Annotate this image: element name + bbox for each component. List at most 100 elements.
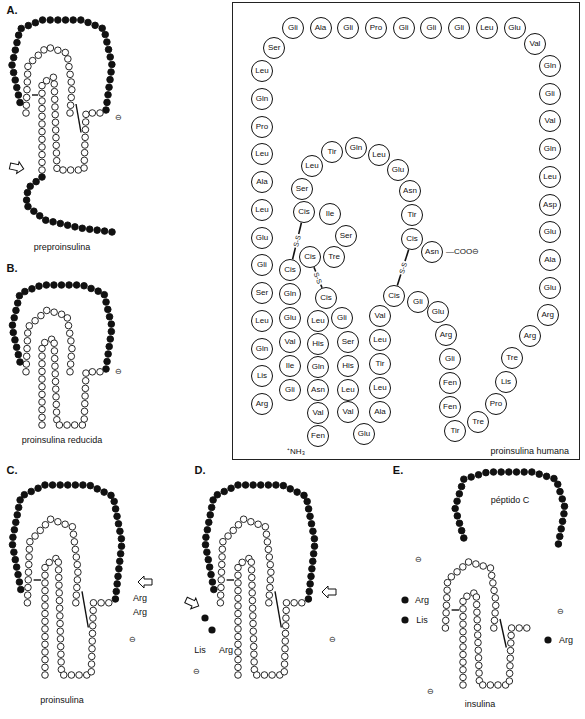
residue-name: Gli bbox=[337, 314, 347, 322]
panel-letter: A. bbox=[7, 5, 18, 16]
residue-bead bbox=[73, 282, 80, 289]
residue-bead bbox=[39, 406, 46, 413]
residue-bead bbox=[460, 651, 467, 658]
residue-bead bbox=[74, 584, 81, 591]
amino-acid-circle: Gli bbox=[448, 17, 470, 39]
residue-name: Ser bbox=[296, 185, 308, 193]
residue-bead bbox=[475, 655, 482, 662]
amino-acid-circle: Ala bbox=[369, 401, 391, 423]
amino-acid-circle: Ser bbox=[291, 178, 313, 200]
amino-acid-circle: Val bbox=[307, 402, 329, 424]
residue-bead bbox=[11, 549, 18, 556]
residue-bead bbox=[79, 225, 86, 232]
residue-bead bbox=[117, 550, 124, 557]
residue-bead bbox=[15, 504, 22, 511]
amino-acid-circle: Leu bbox=[251, 143, 273, 165]
residue-bead bbox=[82, 134, 89, 141]
residue-bead bbox=[23, 94, 30, 101]
residue-name: Val bbox=[343, 408, 354, 416]
residue-name: Gln bbox=[350, 144, 362, 152]
amino-acid-circle: Glu bbox=[427, 301, 449, 323]
residue-name: His bbox=[342, 362, 354, 370]
residue-bead bbox=[64, 315, 71, 322]
residue-name: Glu bbox=[432, 308, 444, 316]
amino-acid-circle: Ile bbox=[279, 355, 301, 377]
amino-acid-circle: Glu bbox=[387, 159, 409, 181]
residue-name: Cis bbox=[304, 253, 316, 261]
residue-bead bbox=[24, 592, 31, 599]
residue-name: Tir bbox=[407, 211, 416, 219]
residue-bead bbox=[101, 291, 108, 298]
amino-acid-circle: Glu bbox=[353, 423, 375, 445]
residue-bead bbox=[218, 577, 225, 584]
amino-acid-circle: Arg bbox=[435, 324, 457, 346]
residue-bead bbox=[248, 574, 255, 581]
residue-bead bbox=[10, 54, 17, 61]
residue-bead bbox=[235, 664, 242, 671]
residue-name: Val bbox=[529, 40, 540, 48]
figure-label: proinsulina reducida bbox=[22, 436, 103, 445]
residue-bead bbox=[42, 649, 49, 656]
residue-bead bbox=[543, 473, 550, 480]
residue-bead bbox=[217, 600, 224, 607]
residue-bead bbox=[109, 229, 116, 236]
residue-bead bbox=[255, 521, 262, 528]
residue-bead bbox=[235, 649, 242, 656]
residue-bead bbox=[14, 84, 21, 91]
residue-bead bbox=[39, 368, 46, 375]
residue-bead bbox=[310, 528, 317, 535]
residue-bead bbox=[235, 618, 242, 625]
amino-acid-circle: Leu bbox=[251, 199, 273, 221]
amino-acid-circle: Leu bbox=[301, 155, 323, 177]
disulfide-bridge bbox=[397, 249, 408, 285]
residue-bead bbox=[31, 208, 38, 215]
residue-bead bbox=[308, 521, 315, 528]
residue-bead bbox=[18, 586, 25, 593]
residue-bead bbox=[53, 150, 60, 157]
residue-bead bbox=[309, 558, 316, 565]
amino-acid-circle: Tre bbox=[467, 411, 489, 433]
residue-bead bbox=[217, 592, 224, 599]
amino-acid-circle: Gln bbox=[539, 138, 561, 160]
residue-bead bbox=[57, 620, 64, 627]
residue-bead bbox=[209, 579, 216, 586]
residue-bead bbox=[106, 343, 113, 350]
residue-bead bbox=[69, 345, 76, 352]
residue-bead bbox=[513, 469, 520, 476]
residue-bead bbox=[82, 119, 89, 126]
residue-name: Gli bbox=[257, 261, 267, 269]
residue-bead bbox=[89, 369, 96, 376]
amino-acid-circle: Leu bbox=[307, 310, 329, 332]
residue-name: Tir bbox=[375, 360, 384, 368]
residue-bead bbox=[26, 554, 33, 561]
residue-bead bbox=[248, 559, 255, 566]
residue-bead bbox=[12, 47, 19, 54]
amino-acid-circle: Tir bbox=[321, 141, 343, 163]
residue-bead bbox=[81, 149, 88, 156]
residue-bead bbox=[32, 317, 39, 324]
residue-bead bbox=[108, 321, 115, 328]
amino-acid-circle: Leu bbox=[369, 377, 391, 399]
residue-bead bbox=[82, 142, 89, 149]
residue-bead bbox=[108, 328, 115, 335]
residue-bead bbox=[64, 482, 71, 489]
residue-bead bbox=[12, 337, 19, 344]
amino-acid-circle: Cis bbox=[279, 259, 301, 281]
residue-bead bbox=[72, 546, 79, 553]
amino-acid-circle: His bbox=[337, 355, 359, 377]
residue-bead bbox=[311, 543, 318, 550]
residue-bead bbox=[57, 643, 64, 650]
residue-name: Gln bbox=[284, 290, 296, 298]
residue-bead bbox=[24, 600, 31, 607]
residue-bead bbox=[490, 469, 497, 476]
amino-acid-circle: Cis bbox=[299, 246, 321, 268]
residue-bead bbox=[228, 485, 235, 492]
residue-bead bbox=[82, 385, 89, 392]
amino-acid-circle: Ser bbox=[263, 37, 285, 59]
amino-acid-circle: His bbox=[307, 333, 329, 355]
residue-bead bbox=[24, 345, 31, 352]
residue-bead bbox=[460, 564, 467, 571]
residue-bead bbox=[28, 488, 35, 495]
residue-bead bbox=[207, 512, 214, 519]
residue-bead bbox=[250, 620, 257, 627]
